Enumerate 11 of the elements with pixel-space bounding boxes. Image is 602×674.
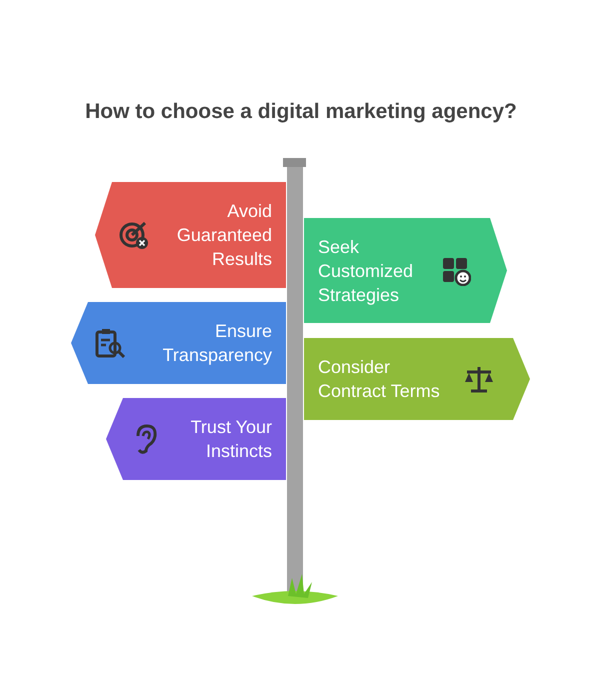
sign-label: Avoid Guaranteed Results: [176, 200, 272, 271]
title: How to choose a digital marketing agency?: [84, 100, 518, 124]
signpost-board: [304, 338, 530, 420]
signpost-board: [71, 302, 286, 384]
sign-label: Ensure Transparency: [162, 320, 272, 367]
signpost-board: [106, 398, 286, 480]
signpost-board: [304, 218, 507, 323]
sign-label: Trust Your Instincts: [190, 416, 272, 463]
signpost-board: [95, 182, 286, 288]
sign-label: Seek Customized Strategies: [318, 236, 414, 306]
sign-label: Consider Contract Terms: [318, 356, 441, 403]
